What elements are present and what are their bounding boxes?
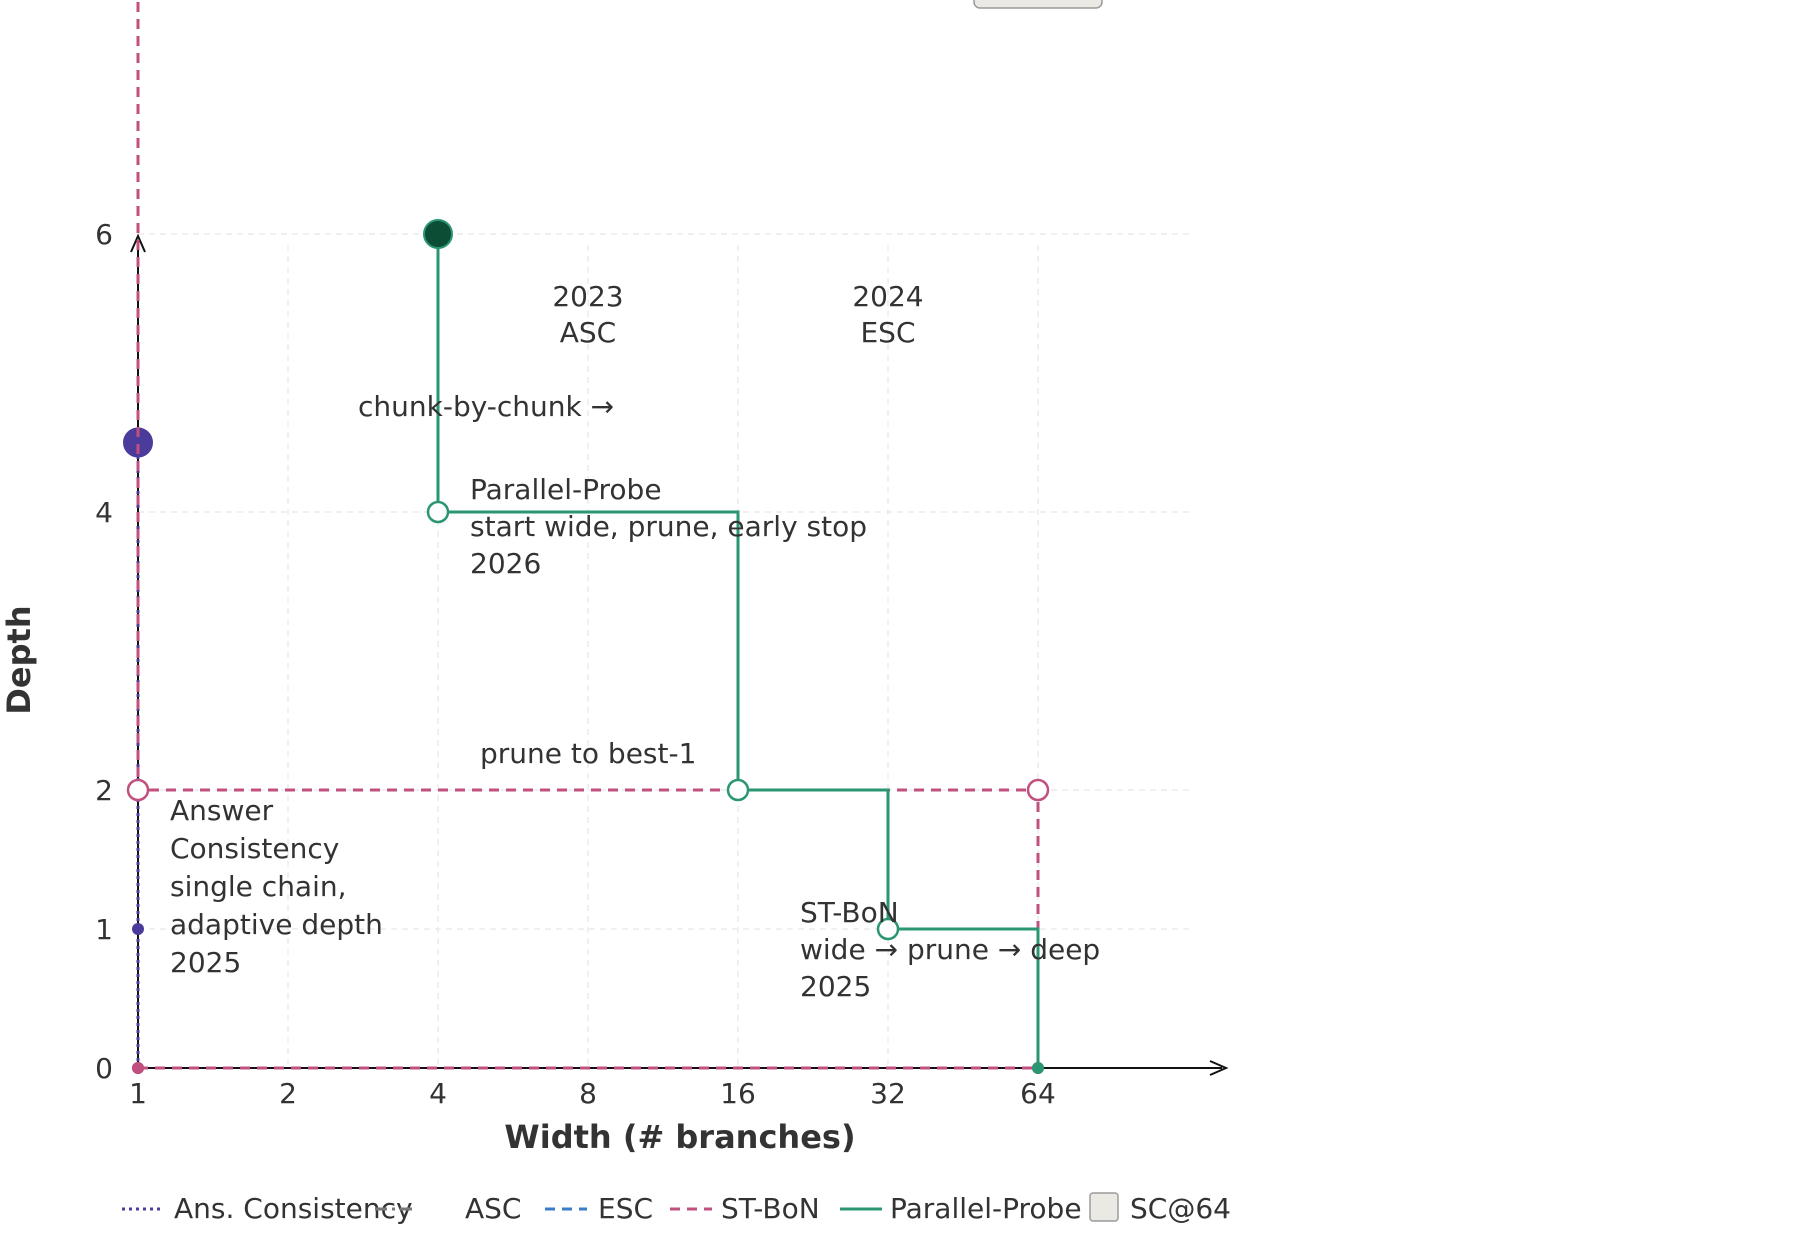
sc64-box-rect: [973, 0, 1103, 9]
y-tick-label: 1: [95, 913, 113, 946]
x-tick-label: 1: [129, 1077, 147, 1110]
data-point-open: [1026, 778, 1050, 802]
y-tick-label: 6: [95, 218, 113, 251]
series-line: [436, 234, 1040, 1068]
annotation-line: chunk-by-chunk →: [358, 390, 614, 423]
x-tick-label: 32: [870, 1077, 906, 1110]
annotation-line: 2024: [852, 280, 923, 313]
x-tick-label: 64: [1020, 1077, 1056, 1110]
annotation-line: start wide, prune, early stop: [470, 510, 867, 543]
annotation-line: adaptive depth: [170, 908, 383, 941]
legend-label: SC@64: [1130, 1192, 1231, 1225]
annotation-line: Answer: [170, 794, 274, 827]
annotation-st-bon: ST-BoN wide → prune → deep 2025: [800, 896, 1100, 1003]
legend-label: ESC: [598, 1192, 653, 1225]
legend-label: Ans. Consistency: [174, 1192, 413, 1225]
tick-labels: 124816326401246max: [95, 218, 1056, 1110]
legend-item-esc: ESC: [545, 1192, 653, 1225]
annotation-prune-to-best-1: prune to best-1: [480, 737, 696, 770]
annotation-line: Parallel-Probe: [470, 473, 662, 506]
legend-item-parallel-probe: Parallel-Probe: [840, 1192, 1082, 1225]
annotation-line: ST-BoN: [800, 896, 899, 929]
annotation-line: single chain,: [170, 870, 347, 903]
legend: Ans. Consistency ASC ESC ST-BoN Parallel-Pro…: [122, 1192, 1231, 1225]
legend-item-ans-consistency: Ans. Consistency: [122, 1192, 413, 1225]
y-tick-label: 4: [95, 496, 113, 529]
data-point-open: [726, 778, 750, 802]
data-point: [132, 923, 144, 935]
legend-swatch: [1089, 1192, 1119, 1222]
x-axis-arrow: [1209, 1060, 1229, 1076]
data-point-highlight: [423, 219, 453, 249]
legend-label: ST-BoN: [721, 1192, 820, 1225]
annotation-line: prune to best-1: [480, 737, 696, 770]
annotation-chunk-by-chunk: chunk-by-chunk →: [358, 390, 614, 423]
annotation-line: wide → prune → deep: [800, 933, 1100, 966]
annotation-line: 2026: [470, 547, 541, 580]
annotation-line: ASC: [560, 316, 616, 349]
data-point-open: [126, 778, 150, 802]
y-axis-label: Depth: [0, 605, 38, 714]
legend-item-st-bon: ST-BoN: [670, 1192, 820, 1225]
series-parallel-probe: [423, 219, 1044, 1074]
annotation-line: 2025: [800, 970, 871, 1003]
x-tick-label: 2: [279, 1077, 297, 1110]
data-point: [1032, 1062, 1044, 1074]
x-tick-label: 8: [579, 1077, 597, 1110]
annotation-parallel-probe: Parallel-Probe start wide, prune, early s…: [470, 473, 867, 580]
legend-label: ASC: [465, 1192, 521, 1225]
annotation-line: ESC: [860, 316, 915, 349]
x-tick-label: 16: [720, 1077, 756, 1110]
legend-label: Parallel-Probe: [890, 1192, 1082, 1225]
y-tick-label: 2: [95, 774, 113, 807]
series: [123, 0, 1050, 1074]
data-point-open: [876, 917, 900, 941]
annotation-line: 2025: [170, 946, 241, 979]
annotation-line: 2023: [552, 280, 623, 313]
legend-item-sc64: SC@64: [1089, 1192, 1231, 1225]
annotation-line: Consistency: [170, 832, 339, 865]
y-tick-label: 0: [95, 1052, 113, 1085]
x-axis-label: Width (# branches): [504, 1118, 855, 1156]
legend-item-asc: ASC: [375, 1192, 521, 1225]
sc64-box: SC@642022: [973, 0, 1103, 9]
x-tick-label: 4: [429, 1077, 447, 1110]
y-axis-arrow: [130, 233, 146, 253]
data-point: [132, 1062, 144, 1074]
data-point-open: [426, 500, 450, 524]
